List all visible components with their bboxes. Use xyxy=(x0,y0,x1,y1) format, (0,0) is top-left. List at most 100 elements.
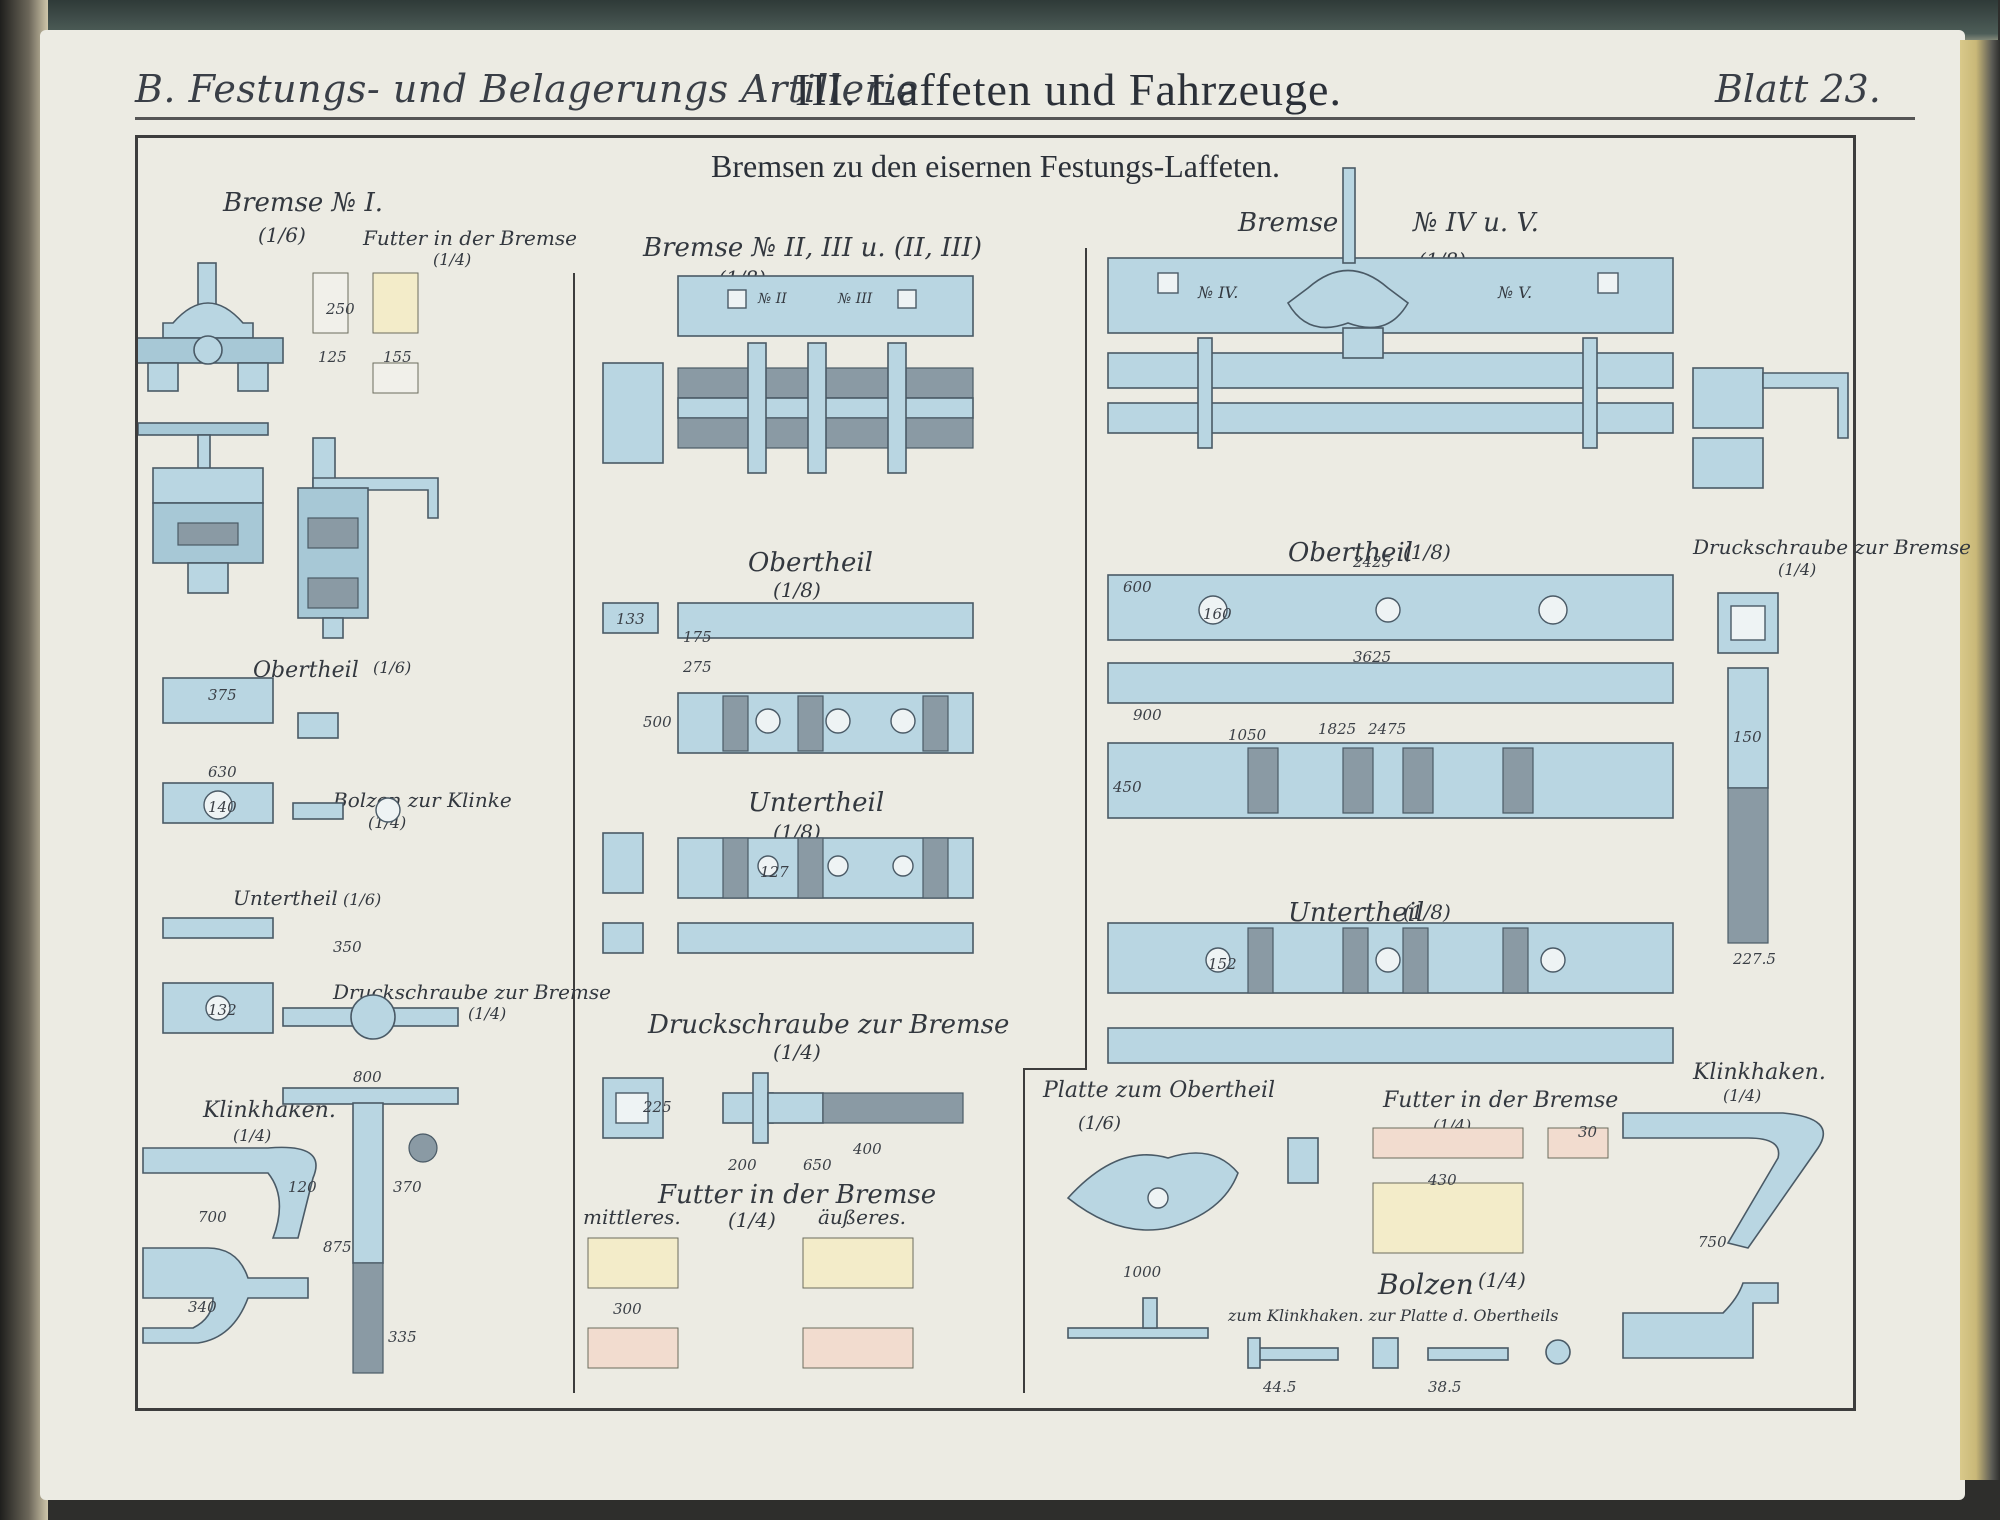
scale-futter-1: (1/4) xyxy=(433,250,472,269)
bolzen-4-5 xyxy=(1247,1337,1571,1369)
untertheil-4-5 xyxy=(1107,922,1674,1064)
dim-125: 125 xyxy=(318,348,347,366)
plate-title: Bremsen zu den eisernen Festungs-Laffete… xyxy=(711,148,1280,184)
futter-1-pad-left xyxy=(312,272,349,334)
futter-2-3-pads xyxy=(587,1237,914,1369)
bremse-2-3-side xyxy=(602,342,974,474)
dim-275: 275 xyxy=(683,658,712,676)
obertheil-2-3 xyxy=(602,602,974,754)
drawing-frame: Bremsen zu den eisernen Festungs-Laffete… xyxy=(135,135,1971,1411)
futter-4-5-pads xyxy=(1372,1127,1609,1254)
dim-800: 800 xyxy=(353,1068,382,1086)
bremse-4-5-top: № IV. № V. xyxy=(1107,167,1674,334)
plate-number-4: № IV. xyxy=(1197,283,1238,302)
dim-350: 350 xyxy=(333,938,362,956)
page-edges xyxy=(1960,40,2000,1480)
title-bolzen-1: Bolzen zur Klinke xyxy=(333,788,512,812)
dim-630: 630 xyxy=(208,763,237,781)
scale-obertheil-2-3: (1/8) xyxy=(773,578,821,602)
dim-400: 400 xyxy=(853,1140,882,1158)
title-obertheil-2-3: Obertheil xyxy=(748,548,873,578)
bremse-1-front-view xyxy=(138,262,284,392)
scale-untertheil-4-5: (1/8) xyxy=(1403,900,1451,924)
title-futter-2-3: Futter in der Bremse xyxy=(658,1180,937,1210)
title-klinkhaken-4-5: Klinkhaken. xyxy=(1693,1060,1826,1085)
column-divider-left xyxy=(573,273,575,1393)
dim-300: 300 xyxy=(613,1300,642,1318)
scale-bolzen-4-5: (1/4) xyxy=(1478,1268,1526,1292)
plate-number-5: № V. xyxy=(1497,283,1532,302)
dim-335: 335 xyxy=(388,1328,417,1346)
dim-700: 700 xyxy=(198,1208,227,1226)
dim-127: 127 xyxy=(760,863,789,881)
dim-2475: 2475 xyxy=(1368,720,1407,738)
title-futter-1: Futter in der Bremse xyxy=(363,226,577,250)
dim-225: 225 xyxy=(643,1098,672,1116)
druckschraube-1 xyxy=(282,994,459,1374)
title-bremse-4-5-numbers: № IV u. V. xyxy=(1413,208,1539,238)
header-sheet-number: Blatt 23. xyxy=(1715,67,1881,111)
header-series: B. Festungs- und Belagerungs Artillerie xyxy=(135,67,919,111)
druckschraube-2-3 xyxy=(602,1072,964,1144)
title-bolzen-4-5: Bolzen xyxy=(1378,1268,1474,1301)
header-rule xyxy=(135,117,1915,120)
dim-155: 155 xyxy=(383,348,412,366)
klinkhaken-4-5 xyxy=(1622,1112,1824,1359)
dim-152: 152 xyxy=(1208,955,1237,973)
column-divider-right xyxy=(1085,248,1087,1068)
scale-untertheil-1: (1/6) xyxy=(343,890,382,909)
scale-druckschraube-2-3: (1/4) xyxy=(773,1040,821,1064)
title-platte-obertheil: Platte zum Obertheil xyxy=(1043,1078,1276,1103)
technical-drawings: № II № III xyxy=(138,167,1849,1374)
plate-number-2: № II xyxy=(757,291,787,307)
title-bremse-2-3: Bremse № II, III u. (II, III) xyxy=(643,233,983,263)
header-chapter: III. Laffeten und Fahrzeuge. xyxy=(795,64,1342,115)
subtitle-bolzen-4-5: zum Klinkhaken. zur Platte d. Obertheils xyxy=(1228,1306,1559,1325)
dim-2275: 227.5 xyxy=(1733,950,1776,968)
dim-150: 150 xyxy=(1733,728,1762,746)
dim-200: 200 xyxy=(728,1156,757,1174)
title-untertheil-1: Untertheil xyxy=(233,886,338,910)
dim-140: 140 xyxy=(208,798,237,816)
plate-header: B. Festungs- und Belagerungs Artillerie … xyxy=(95,45,1915,125)
dim-600: 600 xyxy=(1123,578,1152,596)
dim-370: 370 xyxy=(393,1178,422,1196)
title-druckschraube-2-3: Druckschraube zur Bremse xyxy=(648,1010,1010,1040)
title-bremse-1: Bremse № I. xyxy=(223,188,383,218)
label-aeusseres: äußeres. xyxy=(818,1205,907,1229)
dim-1050: 1050 xyxy=(1228,726,1267,744)
bremse-1-side-view xyxy=(138,422,439,639)
title-futter-4-5: Futter in der Bremse xyxy=(1383,1088,1619,1113)
klinkhaken-1 xyxy=(142,1146,317,1344)
platte-obertheil xyxy=(1066,1137,1319,1339)
divider-step xyxy=(1023,1068,1087,1070)
dim-385: 38.5 xyxy=(1428,1378,1462,1396)
obertheil-1-parts xyxy=(162,677,401,1034)
dim-450: 450 xyxy=(1113,778,1142,796)
title-druckschraube-4-5: Druckschraube zur Bremse xyxy=(1693,535,1971,559)
dim-750: 750 xyxy=(1698,1233,1727,1251)
scale-druckschraube-4-5: (1/4) xyxy=(1778,560,1817,579)
dim-160: 160 xyxy=(1203,605,1232,623)
scale-futter-2-3: (1/4) xyxy=(728,1208,776,1232)
scale-platte-obertheil: (1/6) xyxy=(1078,1113,1122,1134)
scale-druckschraube-1: (1/4) xyxy=(468,1004,507,1023)
untertheil-2-3 xyxy=(602,832,974,954)
dim-500: 500 xyxy=(643,713,672,731)
divider-lower xyxy=(1023,1068,1025,1393)
futter-1-pad-right xyxy=(372,272,419,334)
dim-250-futter: 250 xyxy=(326,300,355,318)
dim-175: 175 xyxy=(683,628,712,646)
dim-650: 650 xyxy=(803,1156,832,1174)
dim-2425: 2425 xyxy=(1353,553,1392,571)
title-bremse-4-5: Bremse xyxy=(1238,208,1339,238)
bremse-2-3-top: № II № III xyxy=(677,275,974,337)
dim-1000: 1000 xyxy=(1123,1263,1162,1281)
dim-900: 900 xyxy=(1133,706,1162,724)
title-obertheil-4-5: Obertheil xyxy=(1288,538,1413,568)
dim-1825: 1825 xyxy=(1318,720,1357,738)
dim-3625: 3625 xyxy=(1353,648,1392,666)
futter-1-pad-bottom xyxy=(372,362,419,394)
dim-445: 44.5 xyxy=(1263,1378,1297,1396)
dim-375: 375 xyxy=(208,686,237,704)
